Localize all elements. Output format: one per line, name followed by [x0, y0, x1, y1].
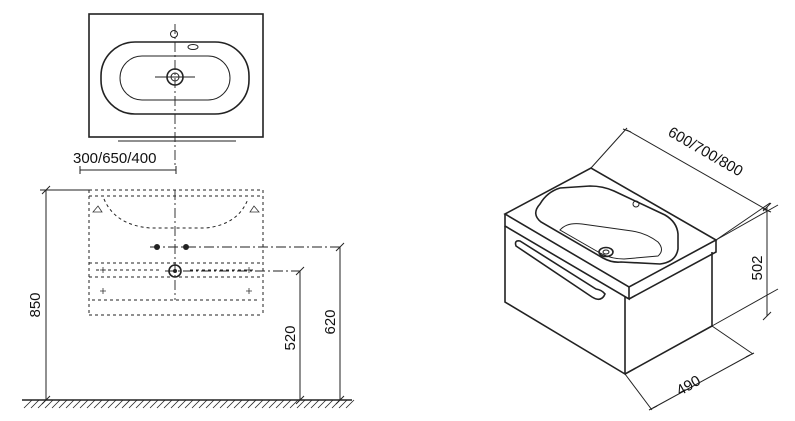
floor-hatch — [142, 399, 152, 409]
floor-hatch — [72, 399, 82, 409]
floor-hatch — [37, 399, 47, 409]
floor-hatch — [233, 399, 243, 409]
top-view-tap-hole — [170, 30, 178, 38]
floor-hatch — [338, 399, 348, 409]
floor-hatch — [191, 399, 201, 409]
iso-cabinet-side — [624, 252, 713, 375]
floor-hatch — [198, 399, 208, 409]
floor-hatch — [317, 399, 327, 409]
floor-hatch — [135, 399, 145, 409]
floor-hatch — [296, 399, 306, 409]
floor-hatch — [275, 399, 285, 409]
iso-basin-inner — [559, 223, 662, 260]
floor-hatch — [268, 399, 278, 409]
floor-hatch — [240, 399, 250, 409]
floor-hatch — [100, 399, 110, 409]
floor-hatch — [23, 399, 33, 409]
floor-hatch — [128, 399, 138, 409]
width-label: 600/700/800 — [665, 124, 746, 180]
floor-hatch — [163, 399, 173, 409]
floor-hatch — [184, 399, 194, 409]
floor-hatch — [212, 399, 222, 409]
iso-tap-hole — [632, 200, 640, 208]
floor-hatch — [114, 399, 124, 409]
floor-hatch — [331, 399, 341, 409]
floor-hatch — [156, 399, 166, 409]
top-view — [88, 13, 264, 166]
floor-line — [22, 399, 355, 409]
total-height-label: 850 — [27, 292, 44, 317]
iso-cabinet-front — [504, 226, 626, 376]
floor-hatch — [51, 399, 61, 409]
floor-hatch — [86, 399, 96, 409]
iso-drain-icon — [598, 246, 614, 258]
basin-offset-dimension: 300/650/400 — [73, 150, 177, 174]
floor-hatch — [65, 399, 75, 409]
floor-hatch — [261, 399, 271, 409]
floor-hatch — [58, 399, 68, 409]
floor-hatch — [310, 399, 320, 409]
floor-hatch — [149, 399, 159, 409]
floor-hatch — [247, 399, 257, 409]
floor-hatch — [177, 399, 187, 409]
floor-hatch — [170, 399, 180, 409]
floor-hatch — [254, 399, 264, 409]
width-dimension: 600/700/800 — [590, 124, 772, 241]
floor-hatch — [345, 399, 355, 409]
front-view — [88, 189, 340, 316]
floor-hatch — [205, 399, 215, 409]
drain-height-dimension: 520 — [282, 266, 305, 405]
floor-hatch — [107, 399, 117, 409]
floor-hatch — [93, 399, 103, 409]
floor-hatch — [219, 399, 229, 409]
floor-hatch — [303, 399, 313, 409]
top-view-basin-outline — [88, 13, 264, 138]
floor-hatch — [44, 399, 54, 409]
floor-hatch — [121, 399, 131, 409]
drain-height-label: 520 — [282, 325, 299, 350]
basin-offset-label: 300/650/400 — [73, 150, 156, 167]
isometric-view — [503, 167, 718, 376]
floor-hatch — [226, 399, 236, 409]
iso-drawer-handle — [514, 240, 606, 301]
floor-hatch — [79, 399, 89, 409]
iso-basin-outer — [534, 185, 679, 265]
floor-hatch — [30, 399, 40, 409]
floor-hatch — [324, 399, 334, 409]
outlet-height-dimension: 620 — [322, 242, 345, 405]
total-height-dimension: 850 — [27, 185, 89, 405]
floor-hatch — [289, 399, 299, 409]
depth-label: 490 — [674, 372, 704, 399]
cabinet-height-label: 502 — [749, 255, 766, 280]
cabinet-height-dimension: 502 — [711, 202, 779, 327]
outlet-height-label: 620 — [322, 309, 339, 334]
floor-hatch — [282, 399, 292, 409]
